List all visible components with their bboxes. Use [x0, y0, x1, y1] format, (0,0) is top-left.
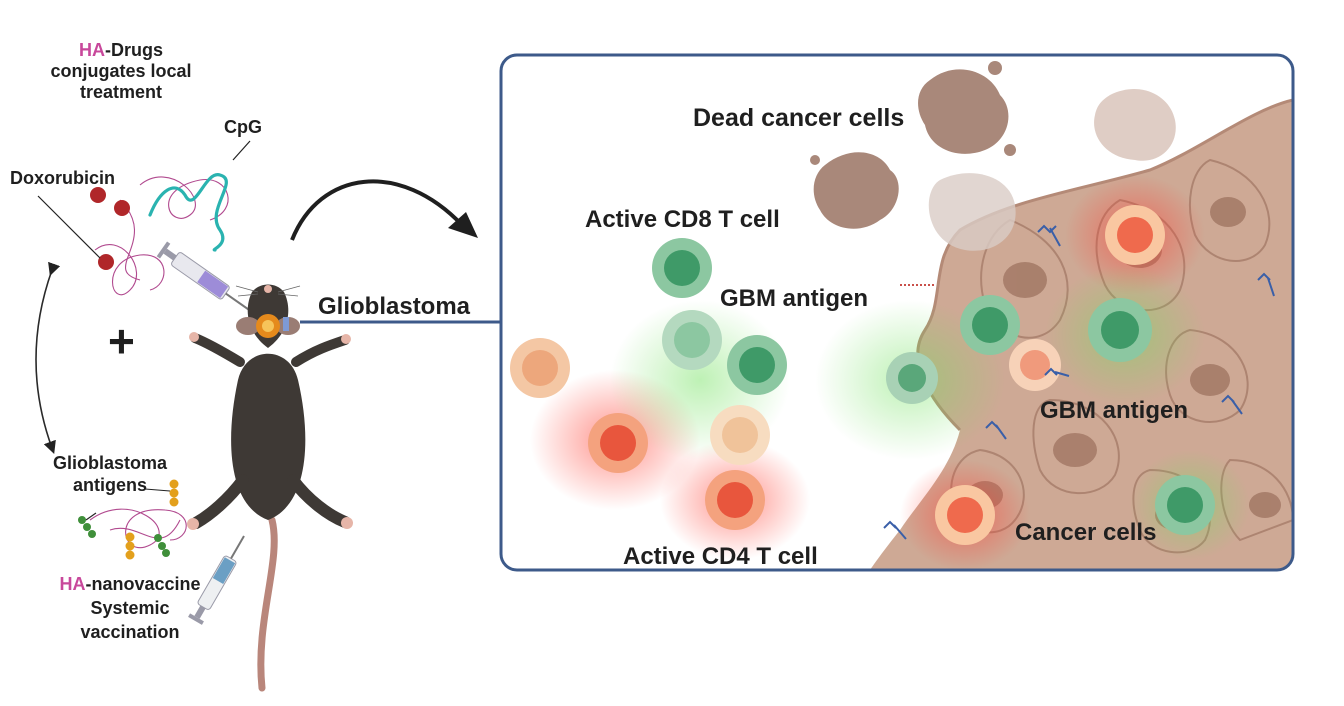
- tumor-microenvironment: [501, 55, 1293, 570]
- gbm-antigens-line1: Glioblastoma: [52, 453, 168, 473]
- ha-highlight-2: HA: [59, 574, 86, 594]
- gbm-antigens-label: Glioblastoma antigens: [30, 452, 190, 496]
- ha-drug-conjugate: [94, 176, 229, 296]
- ha-nanovaccine-line2: Systemic: [90, 598, 170, 618]
- ha-drugs-rest: -Drugs: [105, 40, 163, 60]
- ha-nanovaccine-line3: vaccination: [80, 622, 180, 642]
- active-cd4-label: Active CD4 T cell: [623, 543, 818, 570]
- ha-drugs-line3: treatment: [79, 82, 163, 102]
- syringe-icon: [156, 241, 250, 311]
- ha-highlight: HA: [79, 40, 105, 60]
- doxorubicin-bead: [114, 200, 130, 216]
- plus-sign: +: [108, 315, 135, 367]
- arrowhead: [448, 212, 478, 238]
- ha-nanovaccine-label: HA-nanovaccine Systemic vaccination: [20, 572, 240, 644]
- cpg-icon: [148, 173, 228, 252]
- doxorubicin-leader: [37, 195, 101, 259]
- cd4-t-cells: [510, 205, 1165, 545]
- gbm-antigen-markers: [883, 224, 1275, 540]
- gbm-antigen-label-top: GBM antigen: [720, 285, 868, 312]
- doxorubicin-bead: [90, 187, 106, 203]
- ha-nanovaccine-rest: -nanovaccine: [85, 574, 201, 594]
- ha-nanovaccine: [78, 479, 187, 560]
- cpg-label: CpG: [224, 117, 262, 137]
- glioblastoma-label: Glioblastoma: [318, 293, 471, 320]
- active-cd8-label: Active CD8 T cell: [585, 206, 780, 233]
- doxorubicin-bead: [98, 254, 114, 270]
- cancer-cells-label: Cancer cells: [1015, 519, 1157, 546]
- mouse-illustration: [187, 284, 353, 692]
- dead-cancer-cells: [810, 61, 1176, 251]
- gbm-antigens-line2: antigens: [72, 475, 147, 495]
- gbm-antigen-label-right: GBM antigen: [1040, 397, 1188, 424]
- cd8-t-cells: [652, 238, 1215, 535]
- ha-drugs-label: HA-Drugs conjugates local treatment: [30, 40, 212, 103]
- cpg-leader: [232, 140, 251, 161]
- double-arrow-icon: [35, 261, 61, 455]
- syringe-icon: [188, 535, 245, 625]
- curved-arrow-icon: [290, 179, 464, 241]
- ha-drugs-line2: conjugates local: [50, 61, 192, 81]
- tumor-panel-frame: [499, 53, 1295, 572]
- dead-cancer-cells-label: Dead cancer cells: [693, 104, 905, 132]
- doxorubicin-label: Doxorubicin: [10, 168, 116, 188]
